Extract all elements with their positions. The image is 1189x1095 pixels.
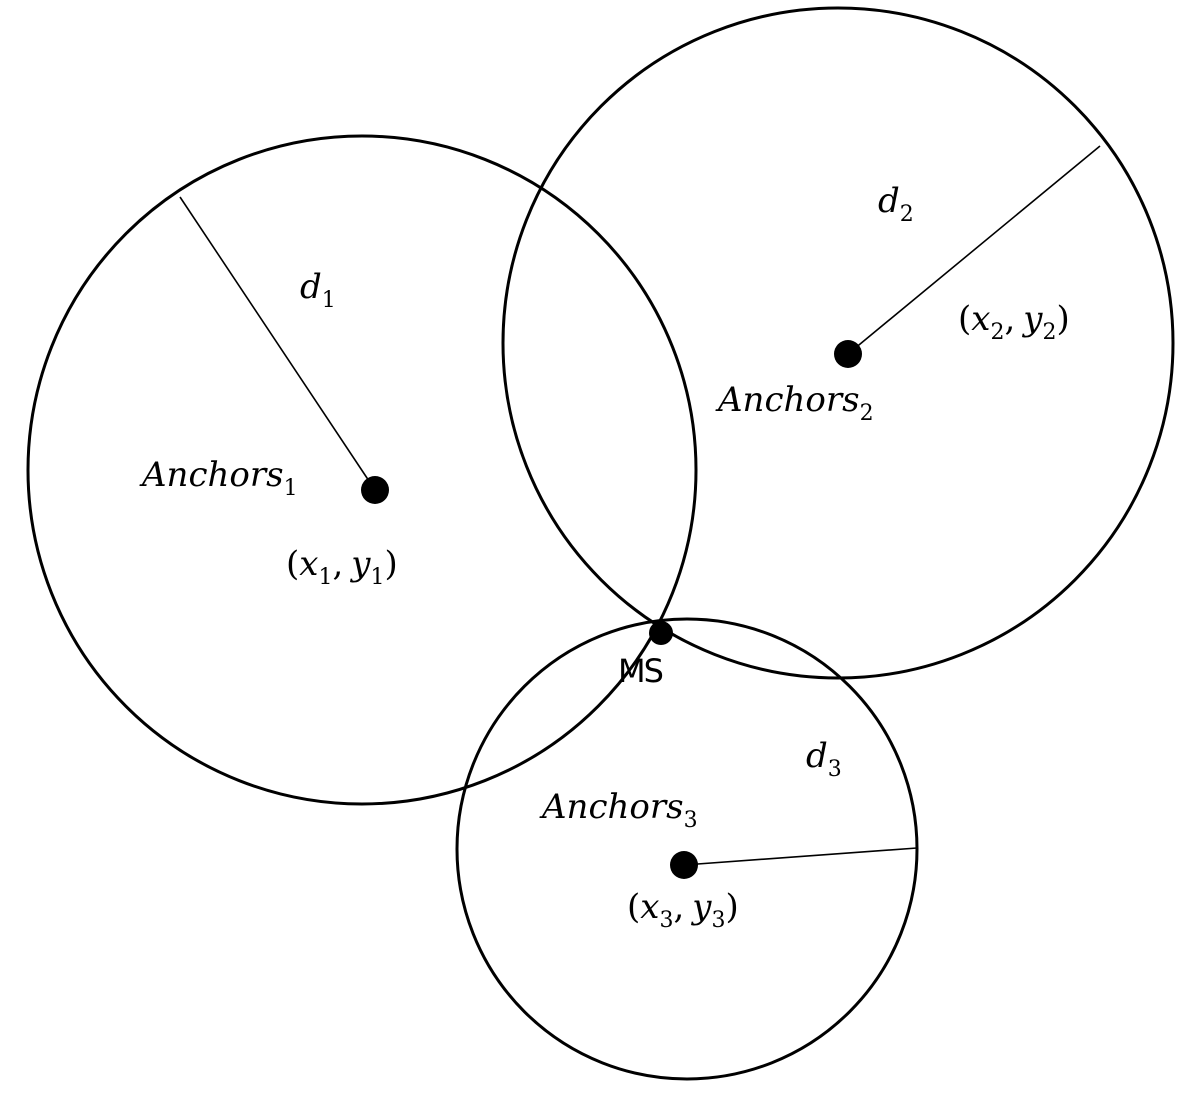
anchor-2-label: Anchors2	[715, 380, 874, 426]
anchor-2-dot	[834, 340, 862, 368]
anchor-3-radius-line	[683, 847, 918, 866]
anchor-3-label: Anchors3	[539, 787, 698, 833]
anchor-3-coordinates: (x3,y3)	[627, 887, 739, 933]
anchor-1-distance-label: d1	[300, 267, 336, 313]
ms-label: MS	[618, 652, 663, 690]
anchor-2-radius-line	[847, 145, 1101, 355]
anchor-3-range-circle	[455, 617, 919, 1081]
anchor-1-dot	[361, 476, 389, 504]
anchor-3-dot	[670, 851, 698, 879]
anchor-1-range-circle	[26, 134, 698, 806]
anchor-1-coordinates: (x1,y1)	[286, 544, 398, 590]
anchor-3-distance-label: d3	[806, 736, 842, 782]
anchor-2-coordinates: (x2,y2)	[958, 299, 1070, 345]
ms-dot	[649, 621, 673, 645]
anchor-1-radius-line	[179, 196, 376, 491]
anchor-1-label: Anchors1	[139, 455, 298, 501]
anchor-2-distance-label: d2	[878, 181, 914, 227]
anchor-2-range-circle	[501, 6, 1175, 680]
